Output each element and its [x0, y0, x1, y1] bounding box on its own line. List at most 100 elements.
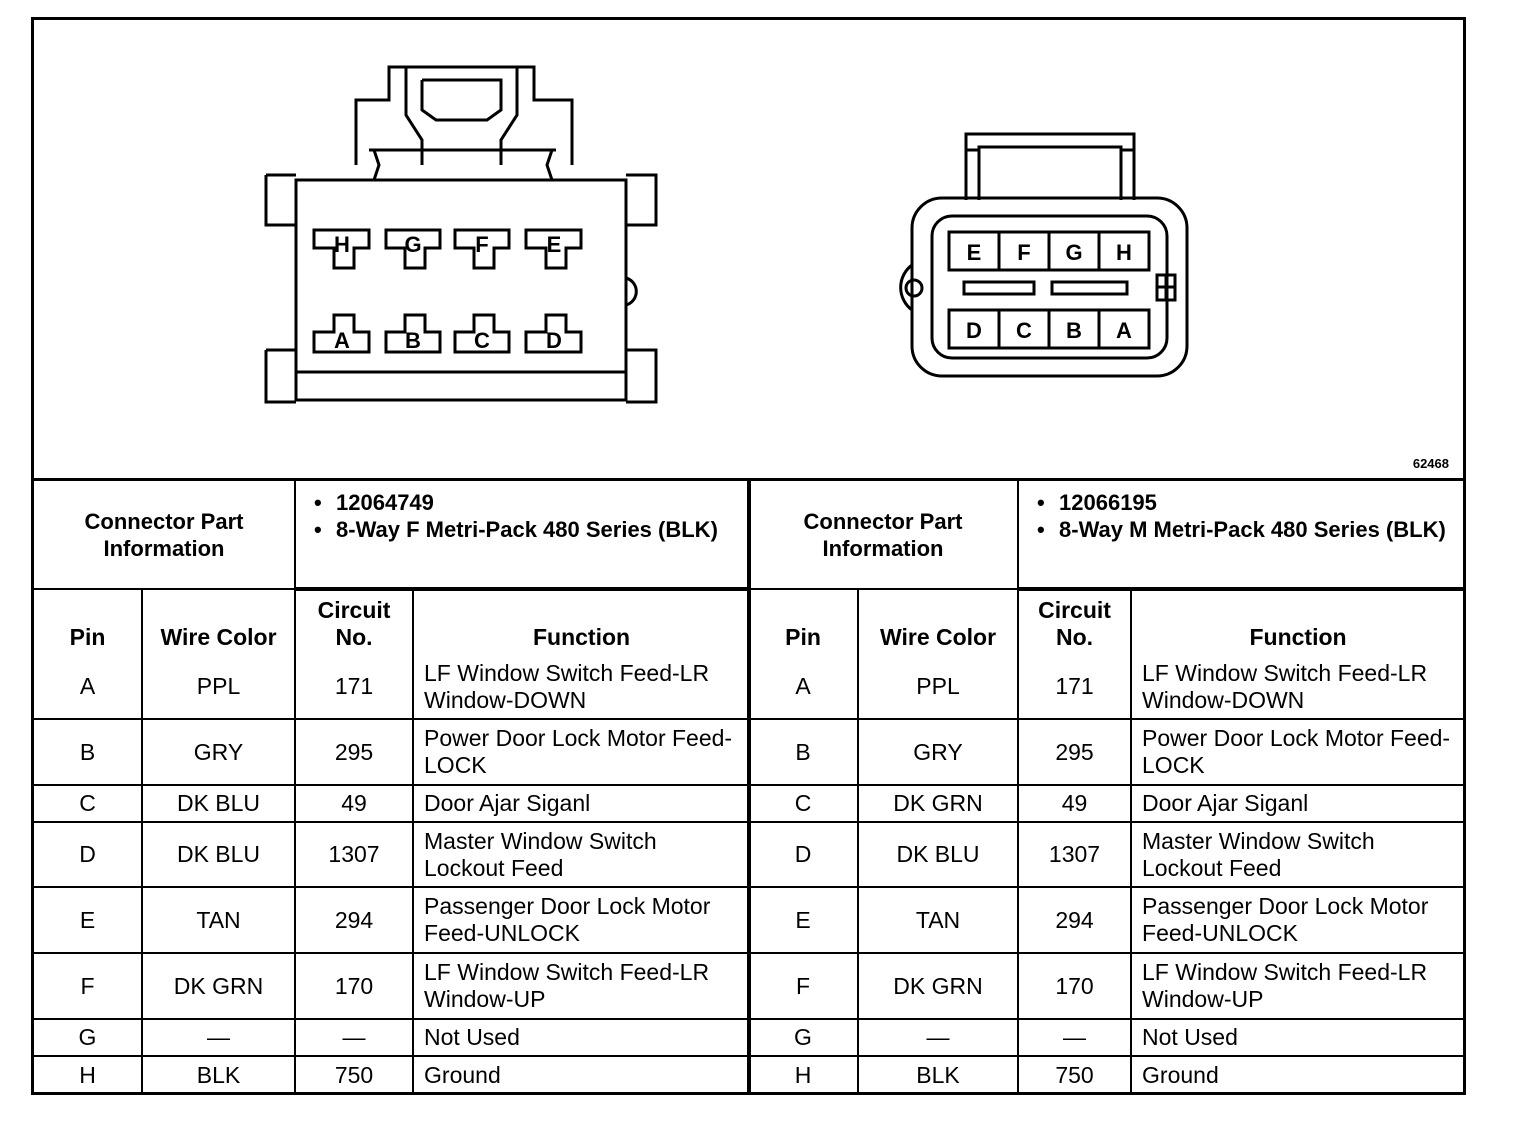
pin-cell: F	[747, 952, 859, 1020]
female-connector-drawing	[264, 65, 658, 404]
male-connector-table: Connector Part Information 12066195 8-Wa…	[746, 481, 1465, 1093]
male-pin-label: B	[1066, 318, 1082, 343]
female-pin-label: F	[475, 232, 488, 257]
male-pin-label: E	[967, 240, 982, 265]
circuit-cell: 171	[294, 655, 415, 720]
wire-color-cell: BLK	[140, 1055, 297, 1093]
pin-cell: D	[34, 821, 143, 888]
circuit-cell: 750	[294, 1055, 415, 1093]
circuit-cell: 294	[294, 886, 415, 954]
function-cell: Not Used	[412, 1018, 752, 1057]
wire-color-cell: DK BLU	[140, 821, 297, 888]
function-cell: Door Ajar Siganl	[1130, 784, 1465, 823]
circuit-cell: 1307	[294, 821, 415, 888]
circuit-cell: 750	[1017, 1055, 1133, 1093]
col-wire-color: Wire Color	[140, 588, 297, 655]
pin-cell: H	[747, 1055, 859, 1093]
connector-description: 8-Way M Metri-Pack 480 Series (BLK)	[1037, 516, 1454, 543]
figure-id: 62468	[1412, 456, 1449, 471]
female-pin-label: G	[404, 232, 421, 257]
connector-tables: Connector Part Information 12064749 8-Wa…	[34, 481, 1465, 1093]
pin-cell: B	[747, 718, 859, 786]
pin-cell: G	[34, 1018, 143, 1057]
function-cell: Ground	[412, 1055, 752, 1093]
function-cell: LF Window Switch Feed-LR Window-DOWN	[1130, 655, 1465, 720]
circuit-cell: 1307	[1017, 821, 1133, 888]
circuit-cell: —	[1017, 1018, 1133, 1057]
wire-color-cell: PPL	[140, 655, 297, 720]
function-cell: Door Ajar Siganl	[412, 784, 752, 823]
male-pin-label: G	[1065, 240, 1082, 265]
male-pin-label: D	[966, 318, 982, 343]
function-cell: Master Window Switch Lockout Feed	[412, 821, 752, 888]
function-cell: Passenger Door Lock Motor Feed-UNLOCK	[412, 886, 752, 954]
pin-cell: E	[34, 886, 143, 954]
female-pin-label: B	[405, 328, 421, 353]
col-pin: Pin	[747, 588, 859, 655]
connector-diagram-area: H G F E A B C D E F G H D C B A 62468	[34, 20, 1463, 481]
circuit-cell: 49	[1017, 784, 1133, 823]
function-cell: LF Window Switch Feed-LR Window-DOWN	[412, 655, 752, 720]
function-cell: LF Window Switch Feed-LR Window-UP	[412, 952, 752, 1020]
connector-description: 8-Way F Metri-Pack 480 Series (BLK)	[314, 516, 739, 543]
col-circuit: Circuit No.	[294, 588, 415, 655]
col-circuit: Circuit No.	[1017, 588, 1133, 655]
wire-color-cell: TAN	[140, 886, 297, 954]
function-cell: Power Door Lock Motor Feed-LOCK	[412, 718, 752, 786]
pin-cell: G	[747, 1018, 859, 1057]
circuit-cell: 170	[294, 952, 415, 1020]
function-cell: Master Window Switch Lockout Feed	[1130, 821, 1465, 888]
pin-cell: C	[34, 784, 143, 823]
circuit-cell: 295	[294, 718, 415, 786]
connector-info-label: Connector Part Information	[746, 481, 1020, 590]
pin-cell: C	[747, 784, 859, 823]
col-function: Function	[1130, 588, 1465, 655]
connector-info-label: Connector Part Information	[34, 481, 297, 590]
connector-info-value: 12064749 8-Way F Metri-Pack 480 Series (…	[294, 481, 752, 591]
female-pin-label: H	[334, 232, 350, 257]
connector-sheet: H G F E A B C D E F G H D C B A 62468	[31, 17, 1466, 1095]
female-pin-label: E	[547, 232, 562, 257]
pin-cell: D	[747, 821, 859, 888]
male-pin-label: H	[1116, 240, 1132, 265]
function-cell: Ground	[1130, 1055, 1465, 1093]
wire-color-cell: GRY	[856, 718, 1020, 786]
female-connector-table: Connector Part Information 12064749 8-Wa…	[34, 481, 752, 1093]
pin-cell: E	[747, 886, 859, 954]
wire-color-cell: DK GRN	[140, 952, 297, 1020]
female-pin-label: C	[474, 328, 490, 353]
col-wire-color: Wire Color	[856, 588, 1020, 655]
wire-color-cell: DK BLU	[856, 821, 1020, 888]
col-function: Function	[412, 588, 752, 655]
wire-color-cell: TAN	[856, 886, 1020, 954]
wire-color-cell: DK GRN	[856, 952, 1020, 1020]
pin-cell: A	[747, 655, 859, 720]
female-pin-label: D	[546, 328, 562, 353]
connector-drawings: H G F E A B C D E F G H D C B A	[264, 65, 1189, 404]
part-number: 12064749	[314, 489, 739, 516]
wire-color-cell: PPL	[856, 655, 1020, 720]
pin-cell: B	[34, 718, 143, 786]
table-row: G——Not Used	[34, 1018, 752, 1057]
circuit-cell: 294	[1017, 886, 1133, 954]
wire-color-cell: BLK	[856, 1055, 1020, 1093]
circuit-cell: 49	[294, 784, 415, 823]
function-cell: LF Window Switch Feed-LR Window-UP	[1130, 952, 1465, 1020]
part-number: 12066195	[1037, 489, 1454, 516]
female-pin-label: A	[334, 328, 350, 353]
table-header-row: Pin Wire Color Circuit No. Function	[34, 588, 752, 655]
